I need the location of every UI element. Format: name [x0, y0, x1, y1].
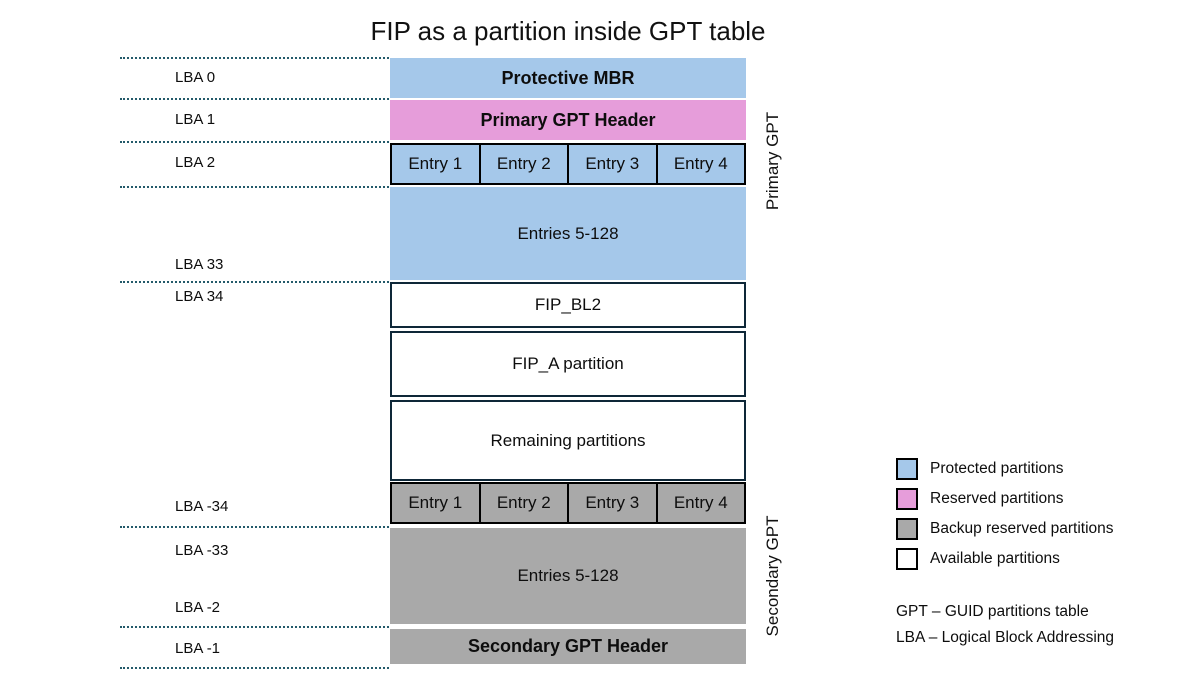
footnote-lba: LBA – Logical Block Addressing	[896, 629, 1114, 646]
secondary-entry-row: Entry 1 Entry 2 Entry 3 Entry 4	[390, 482, 746, 524]
lba-label-2: LBA 2	[175, 154, 216, 171]
diagram-title: FIP as a partition inside GPT table	[370, 16, 766, 46]
entry-cell: Entry 3	[567, 484, 656, 522]
entry-cell: Entry 4	[655, 145, 744, 183]
dotted-line	[120, 667, 389, 669]
legend: Protected partitions Reserved partitions…	[896, 458, 1114, 570]
legend-swatch-protected	[896, 458, 918, 480]
block-protective-mbr: Protective MBR	[390, 58, 746, 98]
entry-cell: Entry 3	[567, 145, 656, 183]
lba-label-minus-34: LBA -34	[175, 498, 229, 515]
legend-item-reserved: Reserved partitions	[896, 488, 1114, 510]
dotted-line	[120, 141, 389, 143]
side-label-primary-gpt: Primary GPT	[763, 111, 782, 211]
entry-cell: Entry 2	[478, 145, 567, 183]
block-secondary-entries-5-128: Entries 5-128	[390, 528, 746, 624]
legend-item-protected: Protected partitions	[896, 458, 1114, 480]
legend-swatch-available	[896, 548, 918, 570]
lba-label-1: LBA 1	[175, 111, 216, 128]
lba-label-33: LBA 33	[175, 256, 224, 273]
dotted-line	[120, 98, 389, 100]
lba-label-minus-33: LBA -33	[175, 542, 229, 559]
entry-cell: Entry 1	[392, 145, 479, 183]
legend-label: Backup reserved partitions	[930, 520, 1114, 537]
entry-cell: Entry 4	[655, 484, 744, 522]
lba-label-minus-2: LBA -2	[175, 599, 221, 616]
block-primary-gpt-header: Primary GPT Header	[390, 100, 746, 140]
legend-swatch-backup-reserved	[896, 518, 918, 540]
block-remaining-partitions: Remaining partitions	[390, 400, 746, 481]
block-fip-bl2: FIP_BL2	[390, 282, 746, 328]
block-secondary-gpt-header: Secondary GPT Header	[390, 629, 746, 664]
side-label-secondary-gpt: Secondary GPT	[763, 515, 782, 637]
dotted-line	[120, 57, 389, 59]
block-fip-a-partition: FIP_A partition	[390, 331, 746, 397]
dotted-line	[120, 186, 389, 188]
dotted-line	[120, 281, 389, 283]
entry-cell: Entry 2	[478, 484, 567, 522]
legend-label: Available partitions	[930, 550, 1060, 567]
dotted-line	[120, 526, 389, 528]
abbreviation-footnotes: GPT – GUID partitions table LBA – Logica…	[896, 599, 1114, 651]
lba-label-minus-1: LBA -1	[175, 640, 221, 657]
block-primary-entries-5-128: Entries 5-128	[390, 187, 746, 280]
legend-label: Protected partitions	[930, 460, 1064, 477]
entry-cell: Entry 1	[392, 484, 479, 522]
legend-label: Reserved partitions	[930, 490, 1064, 507]
lba-label-34: LBA 34	[175, 288, 224, 305]
footnote-gpt: GPT – GUID partitions table	[896, 603, 1089, 620]
legend-item-backup-reserved: Backup reserved partitions	[896, 518, 1114, 540]
legend-swatch-reserved	[896, 488, 918, 510]
legend-item-available: Available partitions	[896, 548, 1114, 570]
primary-entry-row: Entry 1 Entry 2 Entry 3 Entry 4	[390, 143, 746, 185]
dotted-line	[120, 626, 389, 628]
lba-label-0: LBA 0	[175, 69, 216, 86]
